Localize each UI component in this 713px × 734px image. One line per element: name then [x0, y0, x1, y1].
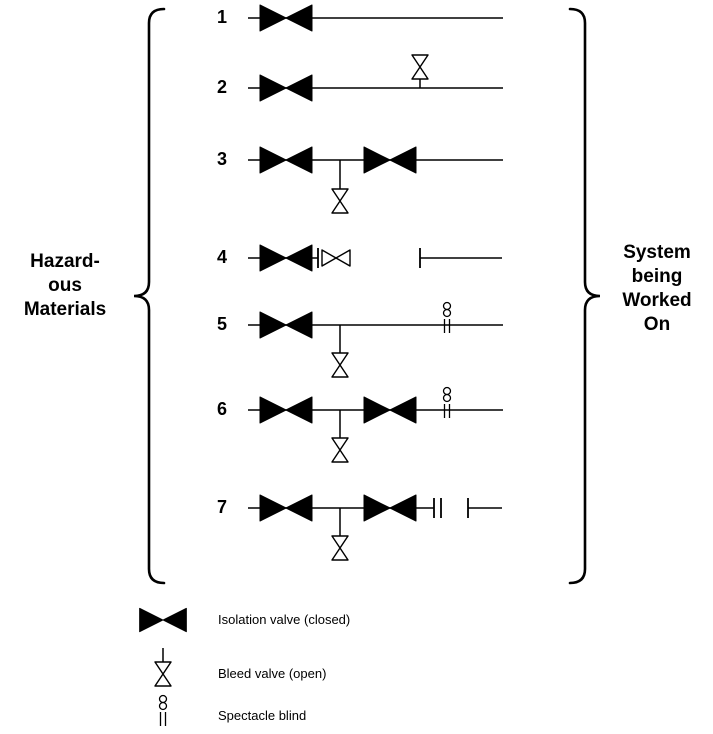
hazardous-materials-label: Hazard- ous Materials: [23, 251, 107, 320]
bleed-valve-open-icon: [331, 188, 349, 214]
legend-label-isolation-valve: Isolation valve (closed): [218, 612, 351, 627]
isolation-valve-closed-icon: [259, 311, 313, 339]
bleed-valve-open-icon: [331, 437, 349, 463]
isolation-valve-closed-icon: [259, 74, 313, 102]
legend-label-bleed-valve: Bleed valve (open): [218, 666, 327, 681]
isolation-valve-closed-icon: [259, 4, 313, 32]
row-3-schematic: [248, 146, 503, 214]
isolation-valve-closed-icon: [259, 396, 313, 424]
isolation-valve-closed-icon: [363, 494, 417, 522]
isolation-valve-closed-icon: [363, 396, 417, 424]
row-7-schematic: [248, 494, 502, 561]
left-brace: [133, 7, 166, 585]
isolation-valve-closed-icon: [259, 244, 313, 272]
row-6-schematic: [248, 386, 503, 463]
spectacle-blind-icon: [442, 386, 452, 419]
open-valve-icon: [321, 249, 351, 267]
row-7-number: 7: [216, 497, 227, 517]
row-5-number: 5: [216, 314, 227, 334]
system-being-worked-on-label: System being Worked On: [622, 242, 692, 335]
isolation-valve-closed-icon: [259, 494, 313, 522]
isolation-valve-closed-icon: [363, 146, 417, 174]
row-4-number: 4: [216, 247, 227, 267]
right-brace: [568, 7, 601, 585]
bleed-valve-open-icon: [331, 352, 349, 378]
row-1-schematic: [248, 4, 503, 32]
bleed-valve-open-icon: [411, 54, 429, 80]
isolation-valve-closed-icon: [259, 146, 313, 174]
bleed-valve-open-icon: [331, 535, 349, 561]
spectacle-blind-icon: [442, 301, 452, 334]
legend-isolation-valve-closed-icon: [139, 607, 187, 633]
row-3-number: 3: [216, 149, 227, 169]
legend-bleed-valve-open-icon: [154, 648, 172, 687]
row-4-schematic: [248, 244, 502, 272]
legend-symbols: [139, 607, 187, 727]
row-1-number: 1: [216, 7, 227, 27]
legend-spectacle-blind-icon: [158, 694, 168, 727]
row-6-number: 6: [216, 399, 227, 419]
row-2-number: 2: [216, 77, 227, 97]
row-2-schematic: [248, 54, 503, 102]
row-5-schematic: [248, 301, 503, 378]
legend-label-spectacle-blind: Spectacle blind: [218, 708, 307, 723]
